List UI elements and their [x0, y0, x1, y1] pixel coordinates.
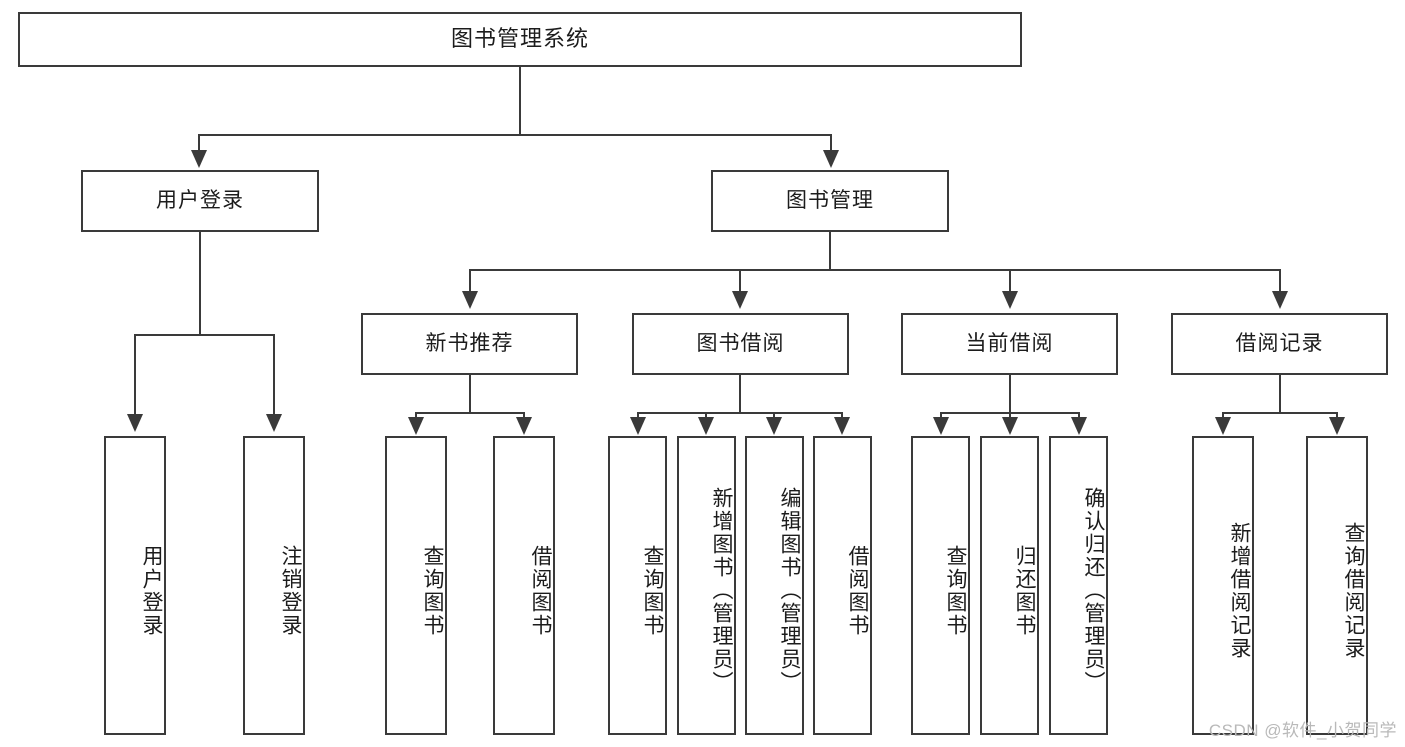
leaf-edit-book-admin[interactable]: 编辑图书（管理员）: [745, 436, 804, 735]
connector-new-book-rec-branch-1: [415, 412, 417, 420]
connector-book-borrow-branch-4: [841, 412, 843, 420]
arrow-down-icon: [630, 417, 646, 435]
arrow-down-icon: [462, 291, 478, 309]
connector-book-manage-branch-2: [739, 269, 741, 294]
leaf-add-borrow-record[interactable]: 新增借阅记录: [1192, 436, 1254, 735]
connector-root-stem: [519, 67, 521, 136]
connector-borrow-record-branch-1: [1222, 412, 1224, 420]
connector-book-manage-stem: [829, 232, 831, 271]
connector-borrow-record-branch-2: [1336, 412, 1338, 420]
leaf-query-borrow-record[interactable]: 查询借阅记录: [1306, 436, 1368, 735]
leaf-return-book[interactable]: 归还图书: [980, 436, 1039, 735]
connector-book-borrow-stem: [739, 375, 741, 414]
leaf-query-book-current[interactable]: 查询图书: [911, 436, 970, 735]
connector-user-login-stem: [199, 232, 201, 335]
connector-book-borrow-branch-3: [773, 412, 775, 420]
arrow-down-icon: [698, 417, 714, 435]
connector-user-login-bar: [134, 334, 274, 336]
leaf-add-book-admin[interactable]: 新增图书（管理员）: [677, 436, 736, 735]
connector-new-book-rec-branch-2: [523, 412, 525, 420]
connector-book-borrow-bar: [637, 412, 843, 414]
connector-book-borrow-branch-2: [705, 412, 707, 420]
connector-borrow-record-stem: [1279, 375, 1281, 414]
arrow-down-icon: [266, 414, 282, 432]
connector-new-book-rec-bar: [415, 412, 525, 414]
leaf-user-logout[interactable]: 注销登录: [243, 436, 305, 735]
node-book-borrowing[interactable]: 图书借阅: [632, 313, 849, 375]
connector-current-borrow-branch-3: [1078, 412, 1080, 420]
connector-book-manage-branch-3: [1009, 269, 1011, 294]
arrow-down-icon: [127, 414, 143, 432]
connector-current-borrow-branch-2: [1009, 412, 1011, 420]
leaf-query-book-borrow[interactable]: 查询图书: [608, 436, 667, 735]
connector-current-borrow-stem: [1009, 375, 1011, 414]
connector-borrow-record-bar: [1222, 412, 1338, 414]
arrow-down-icon: [191, 150, 207, 168]
connector-book-manage-branch-1: [469, 269, 471, 294]
connector-book-borrow-branch-1: [637, 412, 639, 420]
node-new-book-recommendation[interactable]: 新书推荐: [361, 313, 578, 375]
arrow-down-icon: [1272, 291, 1288, 309]
arrow-down-icon: [1329, 417, 1345, 435]
arrow-down-icon: [408, 417, 424, 435]
arrow-down-icon: [516, 417, 532, 435]
leaf-borrow-book-new-rec[interactable]: 借阅图书: [493, 436, 555, 735]
leaf-user-login[interactable]: 用户登录: [104, 436, 166, 735]
connector-root-bar: [198, 134, 832, 136]
leaf-query-book-new-rec[interactable]: 查询图书: [385, 436, 447, 735]
arrow-down-icon: [732, 291, 748, 309]
node-book-management[interactable]: 图书管理: [711, 170, 949, 232]
arrow-down-icon: [1002, 417, 1018, 435]
connector-root-to-book-manage: [830, 134, 832, 154]
leaf-confirm-return-admin[interactable]: 确认归还（管理员）: [1049, 436, 1108, 735]
node-borrowing-record[interactable]: 借阅记录: [1171, 313, 1388, 375]
connector-current-borrow-branch-1: [940, 412, 942, 420]
arrow-down-icon: [766, 417, 782, 435]
arrow-down-icon: [1071, 417, 1087, 435]
connector-root-to-user-login: [198, 134, 200, 154]
arrow-down-icon: [933, 417, 949, 435]
node-current-borrowing[interactable]: 当前借阅: [901, 313, 1118, 375]
arrow-down-icon: [1215, 417, 1231, 435]
arrow-down-icon: [834, 417, 850, 435]
connector-book-manage-bar: [469, 269, 1281, 271]
arrow-down-icon: [823, 150, 839, 168]
leaf-borrow-book-borrow[interactable]: 借阅图书: [813, 436, 872, 735]
arrow-down-icon: [1002, 291, 1018, 309]
node-user-login[interactable]: 用户登录: [81, 170, 319, 232]
node-book-management-system[interactable]: 图书管理系统: [18, 12, 1022, 67]
connector-new-book-rec-stem: [469, 375, 471, 414]
connector-user-login-branch-1: [134, 334, 136, 417]
connector-book-manage-branch-4: [1279, 269, 1281, 294]
connector-user-login-branch-2: [273, 334, 275, 417]
